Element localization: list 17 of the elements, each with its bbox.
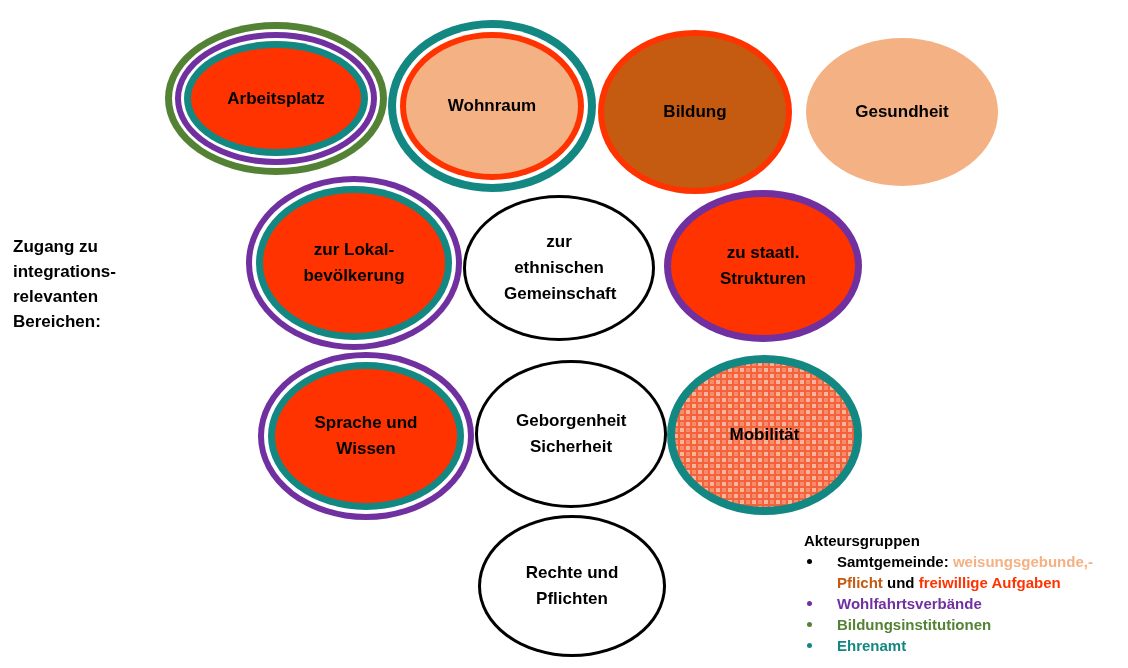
ellipse-node: Rechte und Pflichten [478,515,666,657]
ellipse-node: Sprache und Wissen [258,352,474,520]
ellipse-node: zur Lokal- bevölkerung [246,176,462,350]
legend-text: Bildungsinstitutionen [837,616,992,633]
legend-text: Wohlfahrtsverbände [837,595,982,612]
legend-text: Samtgemeinde: weisungsgebunde,- Pflicht und freiwillige Aufgaben [837,553,1093,591]
ellipse-node: Geborgenheit Sicherheit [475,360,667,508]
ellipse-node: Mobilität [667,355,862,515]
ellipse-node: Gesundheit [806,38,998,186]
ellipse-node: Wohnraum [388,20,596,192]
heading-text: Zugang zu integrations- relevanten Bereichen: [13,236,117,333]
legend-text: Ehrenamt [837,637,907,654]
ellipse-node: zu staatl. Strukturen [664,190,862,342]
ellipse-node: zur ethnischen Gemeinschaft [463,195,655,341]
legend-title: Akteursgruppen [804,531,920,551]
ellipse-node: Bildung [598,30,792,194]
ellipse-node: Arbeitsplatz [165,22,387,175]
